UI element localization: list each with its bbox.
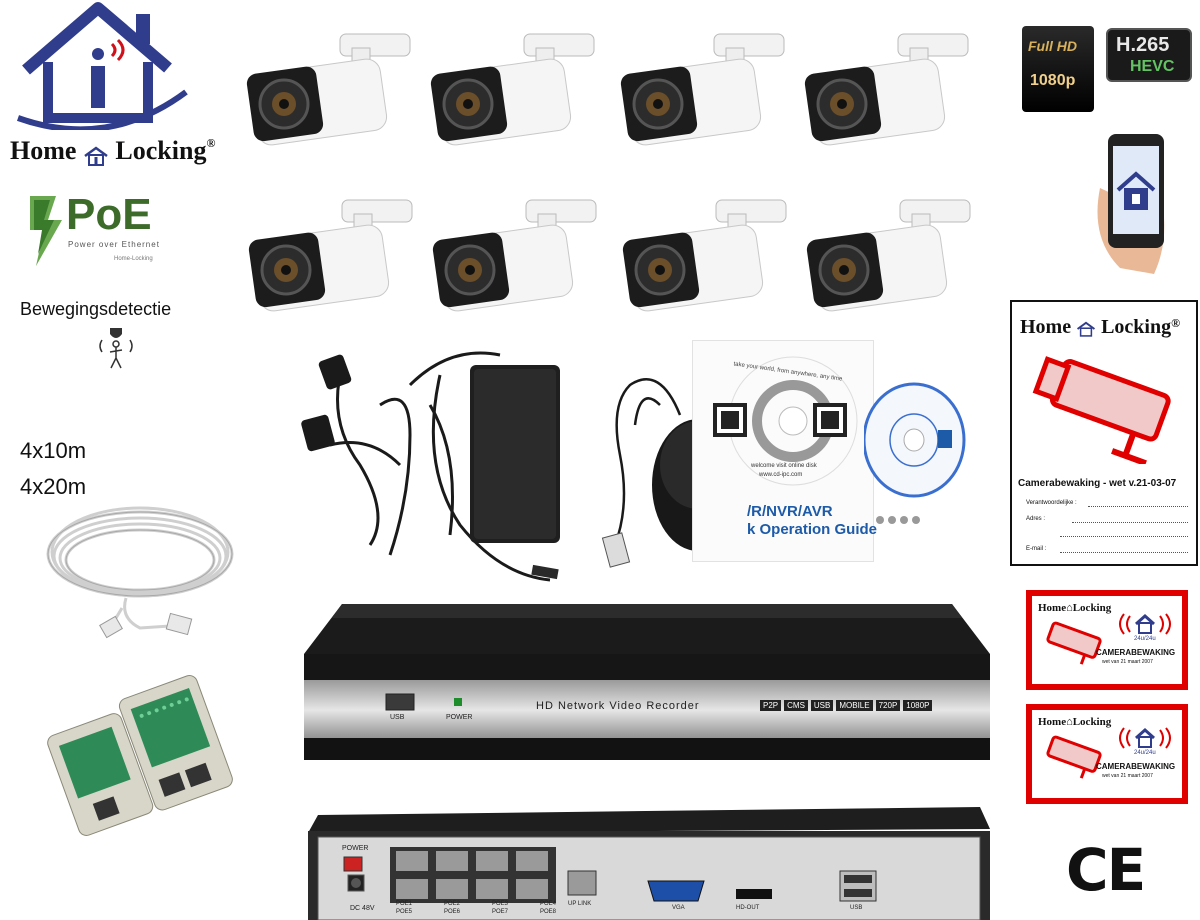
- warning-sticker-2: Home⌂Locking 24u/24u CAMERABEWAKING wet …: [1026, 704, 1188, 804]
- sticker-hours: 24u/24u: [1134, 636, 1156, 642]
- cctv-camera-icon: [1046, 735, 1102, 779]
- brand-wordmark: Home Locking®: [10, 136, 216, 167]
- nvr-tag: 720P: [875, 700, 901, 711]
- alarm-house-icon: [1119, 727, 1171, 749]
- bullet-camera-8: [804, 192, 979, 322]
- h265-line1: H.265: [1116, 34, 1170, 56]
- nvr-tag: 1080P: [903, 700, 933, 711]
- poe-port-label: POE4: [539, 901, 556, 907]
- sign-field-address: Adres :: [1026, 516, 1046, 522]
- cd-welcome-text: welcome visit online disk: [751, 463, 817, 469]
- brand-logo: Home Locking®: [8, 0, 215, 175]
- nvr-rear-panel: POWER DC 48V POE1 POE2 POE3 POE4 POE5 PO…: [308, 805, 990, 920]
- sign-line: [1088, 506, 1188, 507]
- poe-port-label: POE8: [539, 909, 556, 915]
- sign-line: [1060, 536, 1188, 537]
- poe-port-label: POE2: [443, 901, 460, 907]
- nvr-tag: MOBILE: [836, 700, 873, 711]
- smartphone-app: [1094, 128, 1172, 278]
- motion-detection-icon: [96, 326, 136, 370]
- software-cd: [862, 380, 974, 532]
- sticker-brand: Home⌂Locking: [1038, 716, 1112, 728]
- poe-port-label: POE5: [396, 909, 413, 915]
- poe-port-label: POE7: [491, 909, 508, 915]
- uplink-label: UP LINK: [568, 901, 592, 907]
- nvr-title: HD Network Video Recorder: [536, 700, 700, 712]
- network-cable: [40, 498, 240, 650]
- sign-field-responsible: Verantwoordelijke :: [1026, 500, 1077, 506]
- cable-length-1: 4x10m: [20, 438, 87, 463]
- bullet-camera-7: [620, 192, 795, 322]
- cctv-camera-icon: [1046, 621, 1102, 665]
- sign-line: [1060, 552, 1188, 553]
- poe-brand: Home-Locking: [114, 256, 153, 262]
- poe-port-labels-bottom: POE5 POE6 POE7 POE8: [396, 909, 556, 915]
- house-logo-icon: [16, 2, 188, 133]
- sticker-brand: Home⌂Locking: [1038, 602, 1112, 614]
- nvr-tag: P2P: [760, 700, 782, 711]
- nvr-tag: USB: [810, 700, 834, 711]
- cd-url: www.cd-ipc.com: [759, 472, 803, 478]
- rear-usb-label: USB: [850, 905, 863, 911]
- sticker-law: wet van 21 maart 2007: [1102, 773, 1153, 779]
- bullet-camera-4: [802, 26, 977, 156]
- sign-line: [1072, 522, 1188, 523]
- bullet-camera-1: [244, 26, 419, 156]
- hdout-label: HD-OUT: [736, 905, 760, 911]
- bullet-camera-6: [430, 192, 605, 322]
- fullhd-line1: Full HD: [1028, 38, 1077, 54]
- manual-title-line1: /R/NVR/AVR: [747, 503, 833, 520]
- power-adapter-set: [300, 345, 570, 590]
- warning-sticker-1: Home⌂Locking 24u/24u CAMERABEWAKING wet …: [1026, 590, 1188, 690]
- cable-tester: [36, 668, 241, 838]
- sticker-label: CAMERABEWAKING: [1096, 762, 1176, 771]
- h265-line2: HEVC: [1130, 58, 1175, 75]
- cctv-camera-icon: [1032, 356, 1171, 464]
- nvr-usb-label: USB: [390, 714, 405, 721]
- camera-surveillance-sign: Home Locking® Camerabewaking - wet v.21-…: [1010, 300, 1198, 566]
- manual-title-line2: k Operation Guide: [747, 521, 878, 538]
- house-small-icon: [1076, 320, 1096, 338]
- poe-subtitle: Power over Ethernet: [68, 240, 160, 249]
- sticker-law: wet van 21 maart 2007: [1102, 659, 1153, 665]
- sign-brand: Home Locking®: [1020, 316, 1181, 338]
- nvr-front-panel: USB POWER HD Network Video Recorder P2P …: [302, 600, 992, 765]
- poe-badge: PoE Power over Ethernet Home-Locking: [22, 190, 167, 272]
- bullet-camera-5: [246, 192, 421, 322]
- sign-field-email: E-mail :: [1026, 546, 1047, 552]
- nvr-power-label: POWER: [446, 714, 473, 721]
- nvr-tag: CMS: [784, 700, 808, 711]
- cable-length-2: 4x20m: [20, 474, 87, 499]
- poe-port-label: POE6: [443, 909, 460, 915]
- alarm-house-icon: [1119, 613, 1171, 635]
- nvr-feature-tags: P2P CMS USB MOBILE 720P 1080P: [760, 700, 933, 711]
- h265-badge: H.265 HEVC: [1106, 28, 1192, 82]
- fullhd-line2: 1080p: [1030, 72, 1076, 89]
- bullet-camera-3: [618, 26, 793, 156]
- vga-label: VGA: [672, 905, 685, 911]
- poe-port-label: POE1: [396, 901, 413, 907]
- bullet-camera-2: [428, 26, 603, 156]
- sticker-hours: 24u/24u: [1134, 750, 1156, 756]
- poe-title: PoE: [66, 190, 152, 239]
- sticker-label: CAMERABEWAKING: [1096, 648, 1176, 657]
- poe-port-label: POE3: [491, 901, 508, 907]
- ce-mark: CE: [1066, 836, 1146, 904]
- poe-port-labels-top: POE1 POE2 POE3 POE4: [396, 901, 556, 907]
- operation-manual: take your world, from anywhere, any time…: [692, 340, 878, 562]
- motion-label: Bewegingsdetectie: [20, 299, 172, 319]
- rear-dc-label: DC 48V: [350, 905, 375, 912]
- sign-title: Camerabewaking - wet v.21-03-07: [1018, 478, 1177, 489]
- rear-power-label: POWER: [342, 845, 369, 852]
- house-small-icon: [83, 143, 109, 167]
- fullhd-badge: Full HD 1080p: [1022, 26, 1094, 112]
